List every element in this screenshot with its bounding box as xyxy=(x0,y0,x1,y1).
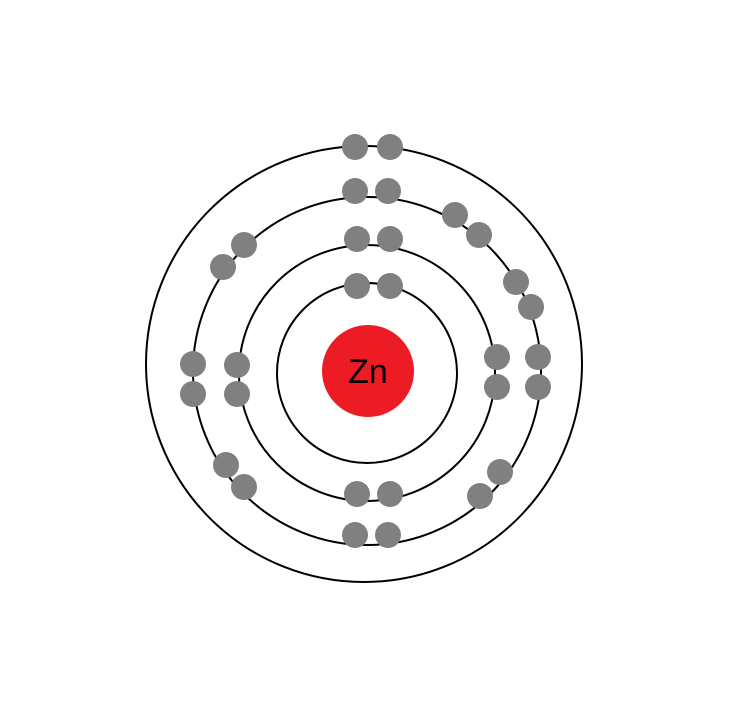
element-symbol: Zn xyxy=(348,353,388,391)
electron-shell-2 xyxy=(224,352,250,378)
electron-shell-2 xyxy=(377,226,403,252)
electron-shell-3 xyxy=(180,351,206,377)
electron-shell-3 xyxy=(503,269,529,295)
electron-shell-1 xyxy=(344,273,370,299)
electron-shell-3 xyxy=(213,452,239,478)
electrons xyxy=(180,134,551,548)
electron-shell-2 xyxy=(224,381,250,407)
electron-shell-4 xyxy=(342,134,368,160)
electron-shell-3 xyxy=(525,374,551,400)
electron-shell-3 xyxy=(442,202,468,228)
nucleus: Zn xyxy=(322,325,414,417)
electron-shell-3 xyxy=(525,344,551,370)
electron-shell-3 xyxy=(375,522,401,548)
electron-shell-2 xyxy=(377,481,403,507)
electron-shell-1 xyxy=(377,273,403,299)
electron-shell-2 xyxy=(484,344,510,370)
electron-shell-3 xyxy=(518,294,544,320)
electron-shell-2 xyxy=(344,226,370,252)
electron-shell-3 xyxy=(210,254,236,280)
electron-shell-3 xyxy=(375,178,401,204)
electron-shell-2 xyxy=(344,481,370,507)
electron-shell-3 xyxy=(487,459,513,485)
nucleus-circle xyxy=(322,325,414,417)
electron-shell-4 xyxy=(377,134,403,160)
electron-shell-3 xyxy=(467,483,493,509)
electron-shell-3 xyxy=(342,522,368,548)
electron-shell-3 xyxy=(342,178,368,204)
electron-shell-3 xyxy=(231,474,257,500)
electron-shell-2 xyxy=(484,374,510,400)
electron-shell-3 xyxy=(231,232,257,258)
electron-shell-3 xyxy=(466,222,492,248)
electron-shell-3 xyxy=(180,381,206,407)
